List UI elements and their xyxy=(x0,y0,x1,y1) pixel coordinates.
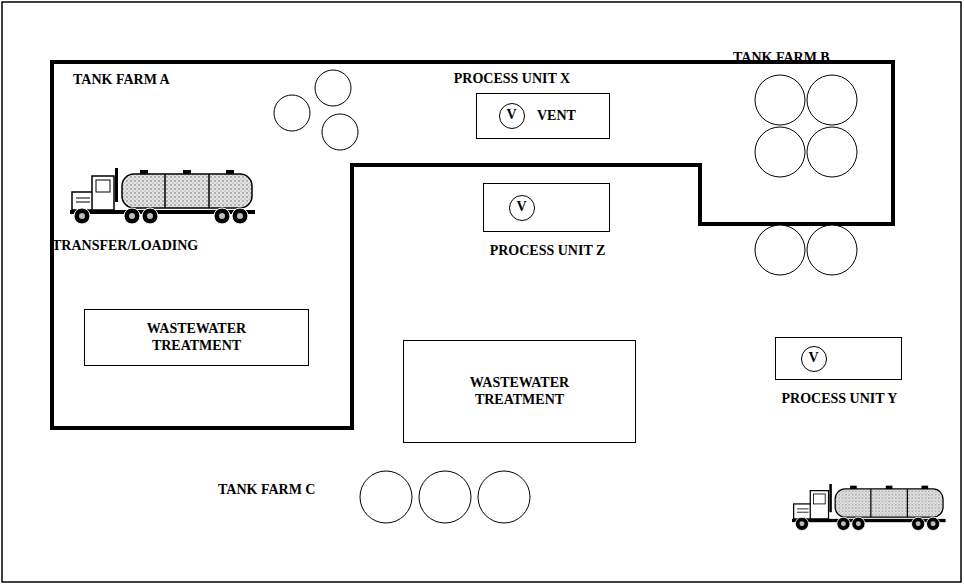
tank-farm-label: TANK FARM A xyxy=(73,72,170,88)
tank-farm-label: TANK FARM C xyxy=(218,482,315,498)
unit-heading: PROCESS UNIT Y xyxy=(782,391,898,407)
box-label: WASTEWATER TREATMENT xyxy=(455,375,585,407)
tank-farm-label: TANK FARM B xyxy=(733,50,830,66)
box-label: WASTEWATER TREATMENT xyxy=(132,321,262,353)
unit-box: PROCESS UNIT YV xyxy=(775,337,902,380)
unit-box: WASTEWATER TREATMENT xyxy=(84,309,309,366)
unit-box: PROCESS UNIT ZV xyxy=(483,183,610,232)
area-label: TRANSFER/LOADING xyxy=(52,238,198,254)
valve-circle: V xyxy=(509,195,535,221)
tanker-truck xyxy=(70,168,255,224)
unit-heading: PROCESS UNIT X xyxy=(454,71,570,87)
vent-label: VENT xyxy=(537,108,576,124)
unit-heading: PROCESS UNIT Z xyxy=(490,243,606,259)
valve-letter: V xyxy=(808,350,818,366)
tank-circles xyxy=(274,70,857,523)
valve-letter: V xyxy=(506,107,516,123)
valve-circle: V xyxy=(801,346,827,372)
valve-circle: V xyxy=(499,103,525,129)
tanker-truck xyxy=(792,484,946,530)
unit-box: WASTEWATER TREATMENT xyxy=(403,340,636,443)
unit-box: PROCESS UNIT XVENTV xyxy=(476,93,610,139)
valve-letter: V xyxy=(516,199,526,215)
